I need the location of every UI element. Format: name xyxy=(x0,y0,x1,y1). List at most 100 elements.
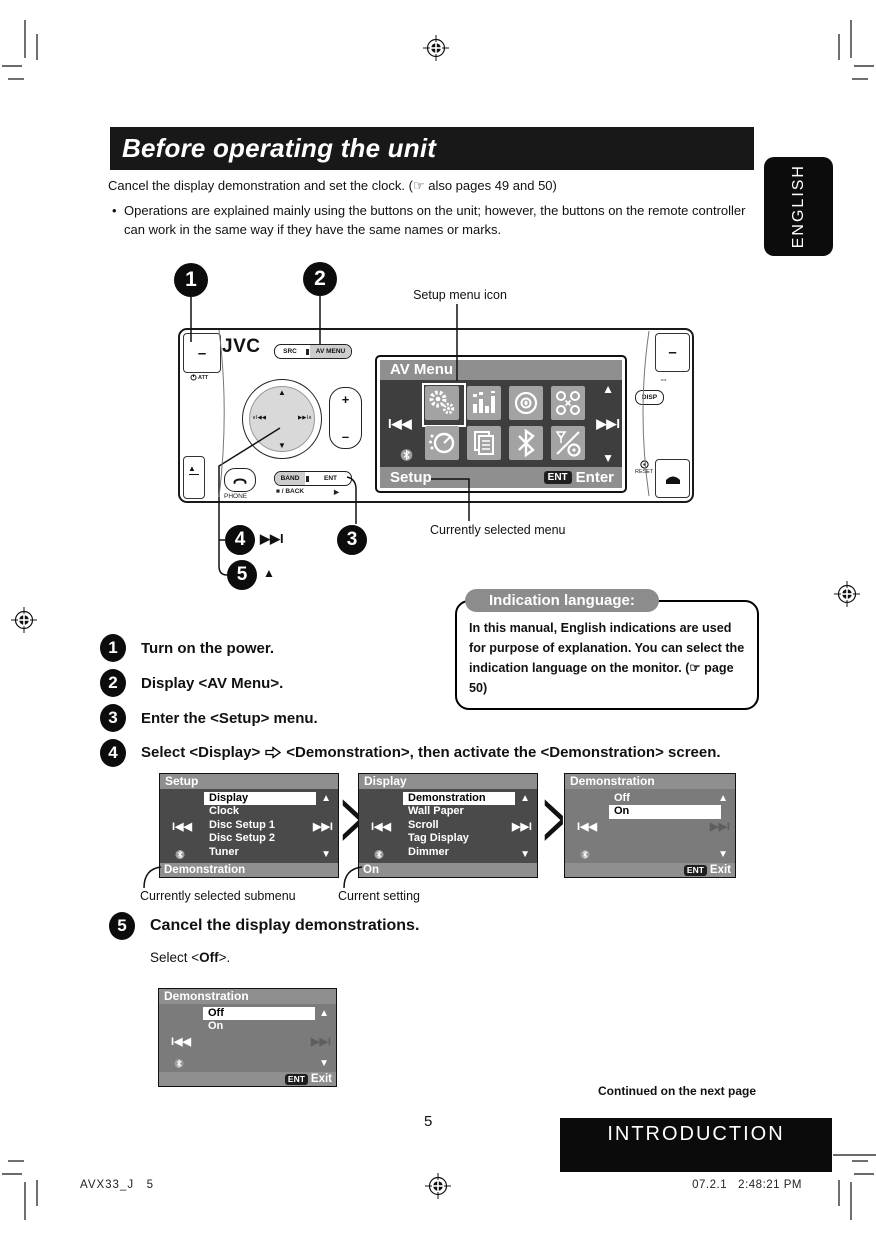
screen-title: Demonstration xyxy=(565,774,735,789)
up-arrow-icon: ▲ xyxy=(263,566,275,580)
next-icon: ▶▶I xyxy=(512,821,532,833)
monitor-screen: AV Menu xyxy=(375,355,627,493)
dimmer-dial-icon xyxy=(425,426,459,460)
screen-body: Demonstration Wall Paper Scroll Tag Disp… xyxy=(359,789,537,863)
bluetooth-icon xyxy=(174,1058,184,1069)
dial-rewind-icon: ∨I◀◀ xyxy=(252,415,267,421)
eject-icon: ▲ xyxy=(188,464,196,473)
indication-language-header: Indication language: xyxy=(465,589,659,612)
step-3-number: 3 xyxy=(100,704,126,732)
down-icon: ▼ xyxy=(321,849,331,860)
callout-4-number: 4 xyxy=(234,529,246,550)
indication-language-body: In this manual, English indications are … xyxy=(469,621,745,695)
step-5-text: Cancel the display demonstrations. xyxy=(150,917,420,934)
menu-item-selected: Demonstration xyxy=(403,792,515,806)
exit-label: Exit xyxy=(709,864,731,876)
src-label: SRC xyxy=(283,348,297,355)
step-number: 2 xyxy=(108,673,118,692)
next-icon: ▶▶I xyxy=(596,416,620,431)
down-icon: ▼ xyxy=(520,849,530,860)
continued-note: Continued on the next page xyxy=(598,1084,756,1098)
enter-label: Enter xyxy=(575,469,614,486)
angle-button xyxy=(655,459,690,498)
minus-label: – xyxy=(668,344,677,361)
ent-label: ENT xyxy=(324,475,337,482)
head-unit-illustration: – ATT JVC SRC AV MENU ▲ ▼ ∨I◀◀ ▶▶I∧ + – … xyxy=(178,328,694,503)
up-icon: ▲ xyxy=(321,793,331,804)
power-icon: ATT xyxy=(190,374,208,381)
screen-body: Display Clock Disc Setup 1 Disc Setup 2 … xyxy=(160,789,338,863)
menu-item: Off xyxy=(614,792,630,804)
reset-control: RESET xyxy=(635,460,653,475)
screen-footer: ENT Exit xyxy=(159,1072,336,1086)
setup-menu-screen: Setup Display Clock Disc Setup 1 Disc Se… xyxy=(159,773,339,878)
volume-rocker: + – xyxy=(329,387,362,449)
power-att-button: – xyxy=(183,333,221,373)
ent-badge: ENT xyxy=(543,471,572,484)
eject-button: ▲ xyxy=(183,456,205,499)
footer-timestamp: 07.2.1 2:48:21 PM xyxy=(692,1179,802,1191)
menu-item: Scroll xyxy=(408,818,439,831)
up-icon: ▲ xyxy=(520,793,530,804)
prev-icon: I◀◀ xyxy=(171,1036,191,1048)
currently-selected-submenu-label: Currently selected submenu xyxy=(140,889,296,903)
source-minus-button: – xyxy=(655,333,690,372)
step-1-text: Turn on the power. xyxy=(141,640,275,657)
disp-label: DISP xyxy=(641,394,658,401)
surround-icon xyxy=(551,386,585,420)
callout-3-number: 3 xyxy=(346,529,358,550)
menu-item: Dimmer xyxy=(408,845,449,858)
language-tab-label: ENGLISH xyxy=(789,164,807,249)
step-4-text: Select <Display> <Demonstration>, then a… xyxy=(141,744,721,761)
screen-footer: On xyxy=(359,863,537,877)
step-number: 5 xyxy=(117,916,127,935)
pill-divider xyxy=(305,345,310,358)
play-label: ▶ xyxy=(334,489,339,496)
bluetooth-tile-icon xyxy=(509,426,543,460)
mode-antenna-disc-icon xyxy=(551,426,585,460)
dial-up-icon: ▲ xyxy=(278,388,286,397)
step-number: 4 xyxy=(108,743,118,762)
menu-item-selected: On xyxy=(609,805,721,819)
av-menu-body: I◀◀ ▶▶I ▲ ▼ xyxy=(380,380,622,467)
step-5-sub-off: Off xyxy=(199,950,219,965)
volume-plus-label: + xyxy=(341,392,350,407)
bluetooth-icon xyxy=(580,849,590,860)
bluetooth-icon xyxy=(400,448,413,462)
down-icon: ▼ xyxy=(602,451,614,465)
callout-2: 2 xyxy=(303,262,337,296)
callout-1-number: 1 xyxy=(185,268,197,291)
eject-icon-bar xyxy=(188,474,199,475)
callout-5-number: 5 xyxy=(236,564,248,585)
page-title-bar: Before operating the unit xyxy=(110,127,754,170)
dial-down-icon: ▼ xyxy=(278,441,286,450)
section-bar: INTRODUCTION xyxy=(560,1118,832,1172)
down-icon: ▼ xyxy=(319,1058,329,1069)
next-track-icon: ▶▶I xyxy=(260,531,284,546)
ent-badge: ENT xyxy=(683,864,707,876)
tilt-icon xyxy=(665,476,680,484)
menu-item: Tuner xyxy=(209,845,239,858)
volume-minus-label: – xyxy=(341,429,350,444)
demonstration-on-screen: Demonstration Off On I◀◀ ▶▶I ▲ ▼ ENT Exi… xyxy=(564,773,736,878)
att-label: ATT xyxy=(198,374,209,381)
screen-title: Setup xyxy=(160,774,338,789)
screen-footer: Demonstration xyxy=(160,863,338,877)
language-tab: ENGLISH xyxy=(764,157,833,256)
next-icon: ▶▶I xyxy=(311,1036,331,1048)
menu-item-selected: Display xyxy=(204,792,316,806)
registration-mark-right xyxy=(834,581,860,607)
step-2-text: Display <AV Menu>. xyxy=(141,675,284,692)
dial-forward-icon: ▶▶I∧ xyxy=(297,415,312,421)
av-menu-label: AV MENU xyxy=(310,345,351,358)
band-ent-button: BAND ENT xyxy=(274,471,352,486)
list-pages-icon xyxy=(467,426,501,460)
menu-item-selected: Off xyxy=(203,1007,315,1021)
phone-label: PHONE xyxy=(224,493,248,500)
current-submenu-label: Demonstration xyxy=(164,864,246,876)
screen-title: Display xyxy=(359,774,537,789)
step-2-number: 2 xyxy=(100,669,126,697)
bluetooth-icon xyxy=(374,849,384,860)
screen-body: Off On I◀◀ ▶▶I ▲ ▼ xyxy=(159,1004,336,1072)
callout-3: 3 xyxy=(337,525,367,555)
